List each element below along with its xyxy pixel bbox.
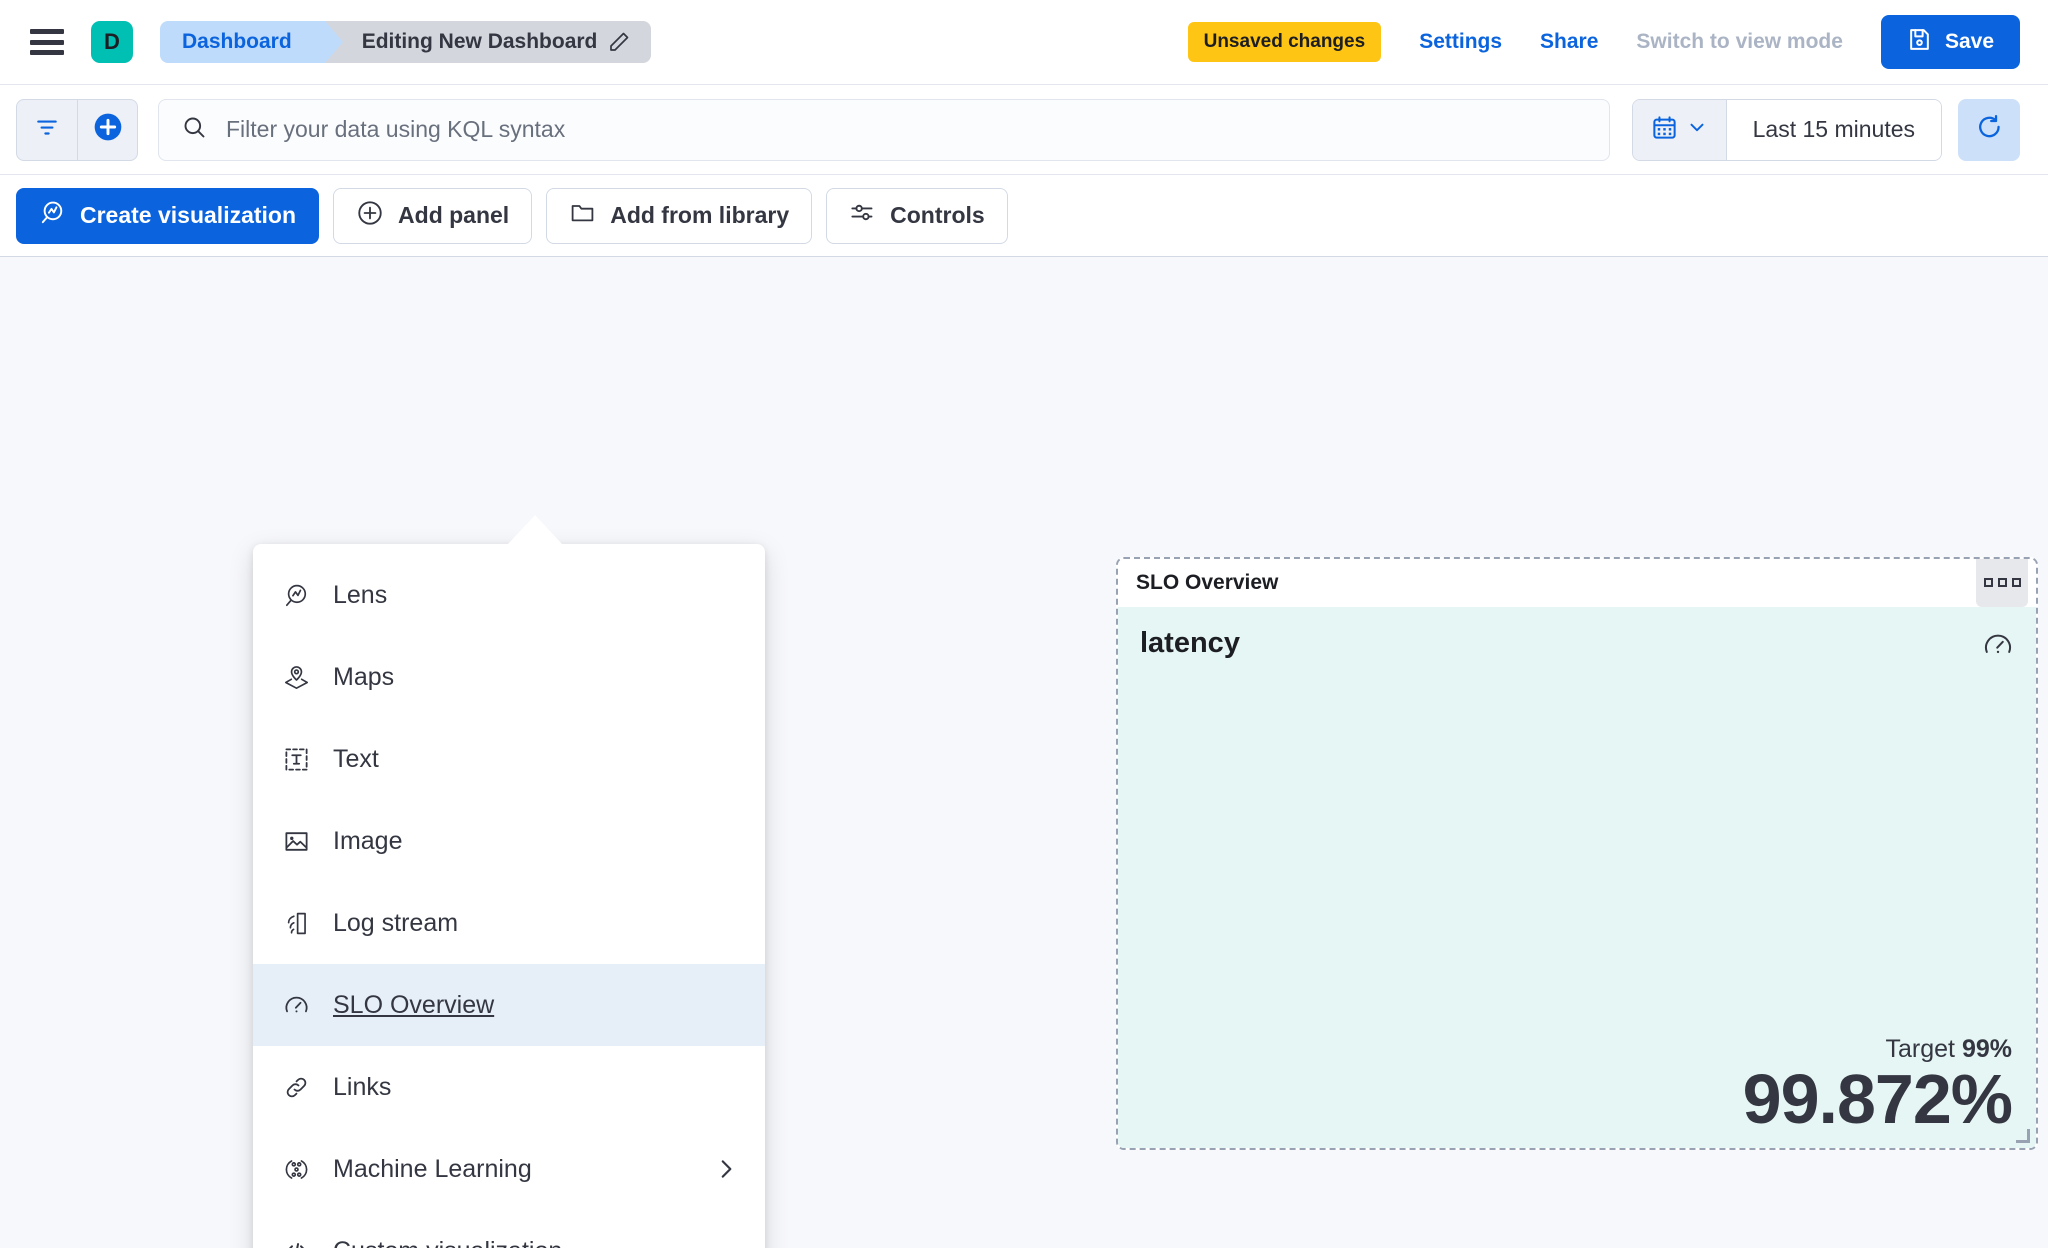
- slo-metric-name: latency: [1140, 627, 1240, 659]
- slo-overview-panel[interactable]: SLO Overview latency Target 99%: [1116, 557, 2038, 1150]
- dashboard-canvas: Lens Maps Text: [0, 257, 2048, 1248]
- menu-item-label: Image: [333, 826, 403, 855]
- plus-circle-icon: [356, 199, 384, 233]
- dashboard-toolbar: Create visualization Add panel Add from …: [0, 175, 2048, 257]
- menu-item-label: Custom visualization: [333, 1237, 739, 1248]
- dot-icon: [1983, 577, 1993, 587]
- menu-item-label: SLO Overview: [333, 990, 495, 1019]
- filter-icon: [34, 114, 60, 145]
- create-visualization-label: Create visualization: [80, 202, 297, 228]
- slo-readout: Target 99% 99.872%: [1742, 1035, 2013, 1138]
- chevron-right-icon: [713, 1156, 739, 1182]
- menu-item-label: Lens: [333, 580, 388, 609]
- menu-item-maps[interactable]: Maps: [253, 636, 765, 718]
- date-quick-select-button[interactable]: [1632, 99, 1727, 160]
- save-button[interactable]: Save: [1880, 15, 2020, 69]
- create-visualization-button[interactable]: Create visualization: [16, 187, 320, 244]
- time-range-value[interactable]: Last 15 minutes: [1726, 99, 1941, 160]
- refresh-icon: [1975, 113, 2004, 147]
- lens-icon: [281, 580, 311, 610]
- header-actions: Unsaved changes Settings Share Switch to…: [1187, 15, 2020, 69]
- panel-context-menu-icon[interactable]: [1976, 559, 2028, 607]
- text-box-icon: [281, 744, 311, 774]
- breadcrumb-dashboard-label: Dashboard: [182, 30, 292, 53]
- search-icon: [181, 114, 208, 146]
- menu-caret-icon: [508, 515, 562, 544]
- slo-target-label: Target: [1885, 1035, 1955, 1063]
- add-from-library-button[interactable]: Add from library: [546, 187, 813, 244]
- folder-icon: [569, 199, 596, 232]
- maps-pin-icon: [281, 662, 311, 692]
- menu-item-slo-overview[interactable]: SLO Overview: [253, 964, 765, 1046]
- log-stream-icon: [281, 908, 311, 938]
- avatar[interactable]: D: [91, 21, 133, 63]
- save-button-label: Save: [1944, 30, 1994, 53]
- switch-to-view-mode-link[interactable]: Switch to view mode: [1636, 30, 1843, 53]
- menu-item-log-stream[interactable]: Log stream: [253, 882, 765, 964]
- menu-item-label: Text: [333, 744, 379, 773]
- breadcrumb-item-current[interactable]: Editing New Dashboard: [325, 21, 652, 63]
- unsaved-changes-badge: Unsaved changes: [1187, 22, 1382, 62]
- refresh-button[interactable]: [1958, 98, 2020, 161]
- slo-target: Target 99%: [1743, 1035, 2012, 1064]
- slo-panel-body: latency Target 99% 99.872%: [1118, 607, 2036, 1148]
- machine-learning-icon: [281, 1154, 311, 1184]
- filter-button-group: [16, 98, 138, 161]
- avatar-letter: D: [104, 29, 120, 54]
- slo-target-value: 99%: [1961, 1035, 2012, 1063]
- slo-current-value: 99.872%: [1742, 1060, 2013, 1138]
- menu-item-label: Log stream: [333, 908, 459, 937]
- image-icon: [281, 826, 311, 856]
- resize-handle-icon[interactable]: [2014, 1127, 2030, 1143]
- menu-item-text[interactable]: Text: [253, 718, 765, 800]
- controls-button[interactable]: Controls: [826, 187, 1008, 244]
- pencil-icon[interactable]: [607, 30, 631, 54]
- lens-icon: [39, 199, 66, 232]
- gauge-icon: [1982, 629, 2014, 666]
- share-link[interactable]: Share: [1540, 30, 1599, 53]
- kql-placeholder: Filter your data using KQL syntax: [226, 116, 566, 142]
- link-icon: [281, 1072, 311, 1102]
- breadcrumb-item-dashboard[interactable]: Dashboard: [160, 21, 343, 63]
- code-icon: [281, 1236, 311, 1248]
- panel-title: SLO Overview: [1136, 571, 1279, 594]
- menu-item-label: Maps: [333, 662, 395, 691]
- menu-item-image[interactable]: Image: [253, 800, 765, 882]
- query-bar: Filter your data using KQL syntax: [0, 85, 2048, 175]
- controls-label: Controls: [890, 202, 985, 228]
- calendar-icon: [1651, 114, 1678, 146]
- add-panel-menu: Lens Maps Text: [253, 544, 765, 1248]
- breadcrumb: Dashboard Editing New Dashboard: [160, 21, 652, 63]
- hamburger-menu-icon[interactable]: [30, 29, 64, 55]
- menu-item-lens[interactable]: Lens: [253, 554, 765, 636]
- controls-icon: [849, 199, 876, 232]
- top-header: D Dashboard Editing New Dashboard Unsave…: [0, 0, 2048, 85]
- breadcrumb-current-label: Editing New Dashboard: [361, 30, 598, 53]
- settings-link[interactable]: Settings: [1419, 30, 1503, 53]
- add-from-library-label: Add from library: [610, 202, 790, 228]
- chevron-down-icon: [1686, 116, 1708, 143]
- menu-item-label: Links: [333, 1072, 392, 1101]
- dot-icon: [2011, 577, 2021, 587]
- panel-header: SLO Overview: [1118, 559, 2036, 607]
- add-panel-button[interactable]: Add panel: [333, 187, 533, 244]
- add-filter-button[interactable]: [77, 99, 137, 160]
- filter-options-button[interactable]: [17, 100, 77, 160]
- menu-item-machine-learning[interactable]: Machine Learning: [253, 1128, 765, 1210]
- menu-item-custom-visualization[interactable]: Custom visualization: [253, 1210, 765, 1248]
- dot-icon: [1997, 577, 2007, 587]
- gauge-icon: [281, 990, 311, 1020]
- time-picker: Last 15 minutes: [1631, 98, 1942, 161]
- add-circle-icon: [92, 111, 124, 148]
- kql-search-input[interactable]: Filter your data using KQL syntax: [158, 98, 1610, 161]
- add-panel-label: Add panel: [398, 202, 510, 228]
- menu-item-links[interactable]: Links: [253, 1046, 765, 1128]
- menu-item-label: Machine Learning: [333, 1154, 532, 1183]
- save-disk-icon: [1907, 27, 1932, 58]
